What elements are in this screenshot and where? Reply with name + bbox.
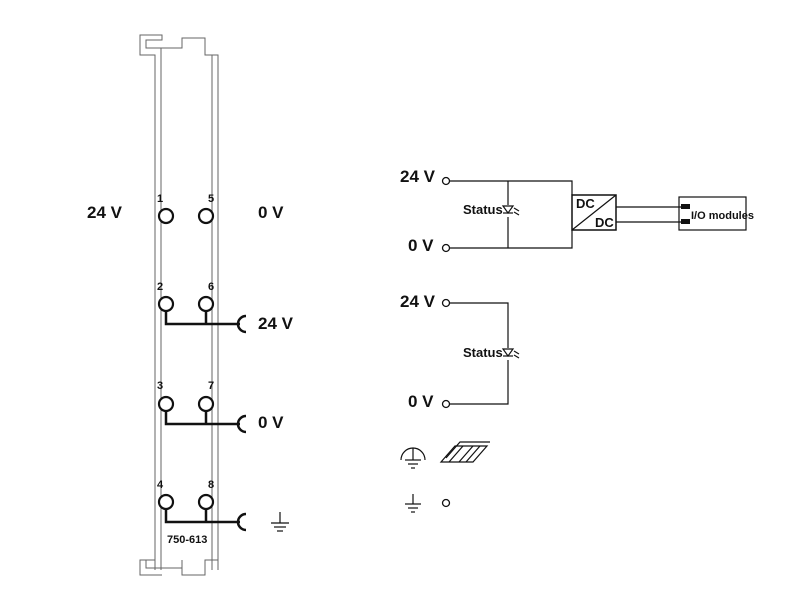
module-supply-0v-label: 0 V — [258, 203, 284, 222]
terminal-7 — [197, 395, 215, 413]
terminal-5 — [197, 207, 215, 225]
bridge-24v — [164, 310, 240, 326]
module-housing — [139, 34, 219, 576]
schematic1-0v-label: 0 V — [408, 236, 434, 255]
terminal-number-6: 6 — [208, 281, 214, 293]
output-24v-label: 24 V — [258, 314, 294, 333]
terminal-number-4: 4 — [157, 479, 164, 491]
terminal-2 — [157, 295, 175, 313]
terminal-8 — [197, 493, 215, 511]
io-contact-bottom — [681, 219, 690, 224]
schematic1-wires — [450, 180, 573, 249]
led-icon — [501, 205, 520, 216]
terminal-1 — [157, 207, 175, 225]
protective-earth-icon — [400, 447, 426, 469]
schematic2-0v-terminal — [441, 399, 451, 409]
ground-terminal — [441, 498, 451, 508]
schematic1-24v-terminal — [441, 176, 451, 186]
dc-top-label: DC — [576, 196, 595, 211]
dc-dc-converter: DC DC — [571, 194, 617, 231]
io-modules-label: I/O modules — [691, 210, 754, 222]
terminal-number-8: 8 — [208, 479, 214, 491]
schematic1-0v-terminal — [441, 243, 451, 253]
converter-output-wires — [616, 206, 683, 223]
module-supply-24v-label: 24 V — [87, 203, 123, 222]
dc-bottom-label: DC — [595, 215, 614, 230]
ground-icon — [405, 494, 421, 513]
io-modules-box — [678, 196, 747, 231]
led-icon — [501, 348, 520, 359]
terminal-number-7: 7 — [208, 380, 214, 392]
schematic1-status-label: Status — [463, 202, 503, 217]
schematic2-24v-terminal — [441, 298, 451, 308]
output-ground-connector — [236, 512, 247, 532]
terminal-3 — [157, 395, 175, 413]
schematic1-24v-label: 24 V — [400, 167, 436, 186]
output-0v-label: 0 V — [258, 413, 284, 432]
terminal-number-1: 1 — [157, 193, 163, 205]
part-number: 750-613 — [167, 534, 207, 546]
schematic2-wires — [450, 302, 509, 405]
terminal-number-3: 3 — [157, 380, 163, 392]
bridge-0v — [164, 410, 240, 426]
terminal-4 — [157, 493, 175, 511]
terminal-number-2: 2 — [157, 281, 163, 293]
bridge-ground — [164, 508, 240, 524]
terminal-6 — [197, 295, 215, 313]
din-rail-icon — [439, 441, 490, 463]
schematic2-status-label: Status — [463, 345, 503, 360]
output-0v-connector — [236, 414, 247, 434]
schematic2-24v-label: 24 V — [400, 292, 436, 311]
io-contact-top — [681, 204, 690, 209]
schematic2-0v-label: 0 V — [408, 392, 434, 411]
ground-icon — [271, 512, 289, 532]
terminal-number-5: 5 — [208, 193, 214, 205]
output-24v-connector — [236, 314, 247, 334]
